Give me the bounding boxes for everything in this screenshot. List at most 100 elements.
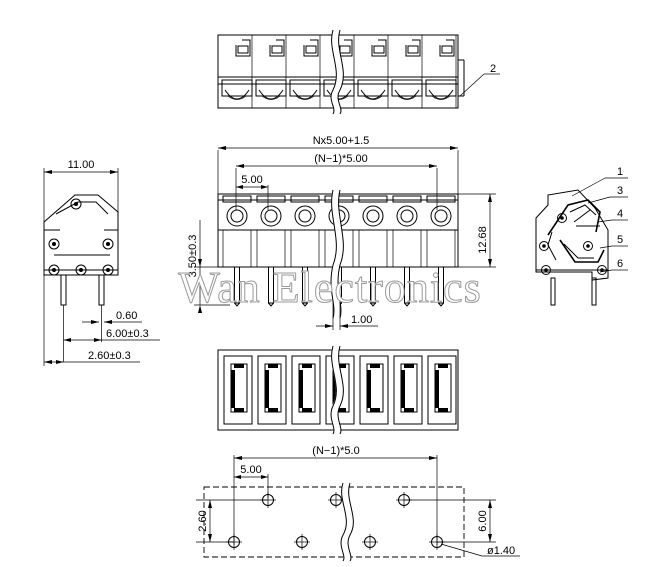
front-wire-entry-inner	[366, 209, 380, 223]
dim-pin-width-label: 1.00	[351, 314, 372, 326]
bottom-contact-foot	[404, 408, 414, 412]
front-wire-entry-inner	[264, 209, 278, 223]
dim-pin-width: 1.00	[316, 300, 378, 330]
bottom-contact-foot	[302, 408, 312, 412]
callout-6: 6	[617, 258, 623, 270]
dim-pin-height-label: 3.50±0.3	[187, 235, 199, 278]
front-pin	[438, 266, 444, 304]
bottom-contact-foot	[234, 408, 244, 412]
dim-hole-diameter: ø1.40	[440, 543, 520, 557]
callouts: 2 1 3 4 5 6	[459, 63, 628, 273]
side-rivet-hole	[48, 238, 60, 250]
callout-5: 5	[617, 234, 623, 246]
section-rivet-hole	[541, 265, 551, 275]
front-cap	[256, 195, 286, 203]
dim-overall-length: Nx5.00+1.5	[217, 135, 459, 194]
dim-row-offset-label: 2.60	[197, 510, 209, 531]
top-latch-window	[271, 45, 283, 54]
top-latch-window	[373, 45, 385, 54]
dim-pin-height: 3.50±0.3	[187, 220, 230, 313]
top-lever-inner	[261, 95, 281, 100]
dim-pitch-top: 5.00	[236, 174, 269, 210]
front-cap	[290, 195, 320, 203]
section-rivet-center	[586, 244, 590, 248]
top-lever-inner	[295, 95, 315, 100]
top-lever-arc	[292, 89, 318, 100]
front-wire-entry-inner	[434, 209, 448, 223]
section-rivet-hole	[597, 265, 607, 275]
dim-pin-diameter: 0.60	[82, 310, 142, 324]
side-rivet-hole	[70, 198, 82, 210]
pcb-layout: (N−1)*5.0 5.00 2.60 6.00	[196, 445, 520, 564]
bottom-view	[217, 344, 459, 436]
side-rivet-hole	[102, 264, 114, 276]
right-section-view	[535, 189, 609, 306]
top-lever-inner	[397, 95, 417, 100]
front-pin	[370, 266, 376, 304]
side-rivet-center	[52, 242, 56, 246]
top-latch-window	[237, 45, 249, 54]
section-rivet-center	[600, 268, 604, 272]
break-line-bottom	[330, 344, 344, 436]
front-cap	[222, 195, 252, 203]
side-rivet-center	[79, 268, 83, 272]
dim-row-offset: 2.60	[196, 499, 268, 543]
section-rivet-hole	[557, 213, 567, 223]
front-pin	[268, 266, 274, 304]
watermark-text: Wan Electronics	[178, 263, 481, 312]
front-wire-entry	[294, 205, 316, 227]
section-rivet-hole	[583, 241, 593, 251]
section-rivet-center	[542, 244, 546, 248]
side-rivet-center	[74, 202, 78, 206]
top-latch	[303, 39, 319, 57]
dim-row-spacing: 6.00	[404, 499, 496, 543]
dim-pin-offset: 6.00±0.3	[63, 328, 160, 342]
top-latch-window	[441, 45, 453, 54]
top-lever-arc	[394, 89, 420, 100]
dim-pitch-span-top: (N−1)*5.00	[235, 153, 438, 210]
front-pin-tip	[438, 302, 444, 307]
top-lever-arc	[224, 89, 250, 100]
top-lever-arc	[258, 89, 284, 100]
front-pin-tip	[370, 302, 376, 307]
side-rivet-hole	[102, 238, 114, 250]
top-lever-inner	[227, 95, 247, 100]
section-rivet-center	[560, 216, 564, 220]
bottom-contact-head	[370, 364, 380, 368]
bottom-contact-head	[438, 364, 448, 368]
front-wire-entry	[362, 205, 384, 227]
bottom-cell	[223, 355, 253, 425]
top-screw-opening	[221, 79, 253, 97]
top-view	[217, 28, 465, 116]
top-lever-arc	[360, 89, 386, 100]
dim-pitch-span-pcb-label: (N−1)*5.0	[312, 445, 359, 457]
bottom-contact-head	[268, 364, 278, 368]
dim-pitch-pcb: 5.00	[234, 464, 269, 498]
section-rivet-hole	[539, 241, 549, 251]
break-line-top	[330, 28, 344, 116]
bottom-contact	[299, 370, 303, 408]
front-wire-entry-inner	[400, 209, 414, 223]
top-latch	[235, 39, 251, 57]
bottom-contact	[333, 370, 337, 408]
dim-side-width-label: 11.00	[68, 159, 95, 171]
bottom-contact-head	[302, 364, 312, 368]
top-screw-opening	[391, 79, 423, 97]
top-latch-window	[407, 45, 419, 54]
front-pin	[234, 266, 240, 304]
front-pin-tip	[268, 302, 274, 307]
break-line-pcb	[340, 481, 354, 564]
top-latch	[371, 39, 387, 57]
bottom-contact	[401, 370, 405, 408]
front-pin-tip	[302, 302, 308, 307]
dim-height-label: 12.68	[477, 226, 489, 254]
bottom-contact-foot	[370, 408, 380, 412]
top-screw-opening	[289, 79, 321, 97]
front-wire-entry	[396, 205, 418, 227]
front-view: Nx5.00+1.5 (N−1)*5.00 5.00 12.68	[187, 135, 496, 330]
callout-1: 1	[617, 166, 623, 178]
bottom-cell	[427, 355, 457, 425]
front-wire-entry	[226, 205, 248, 227]
callout-4: 4	[617, 208, 623, 220]
